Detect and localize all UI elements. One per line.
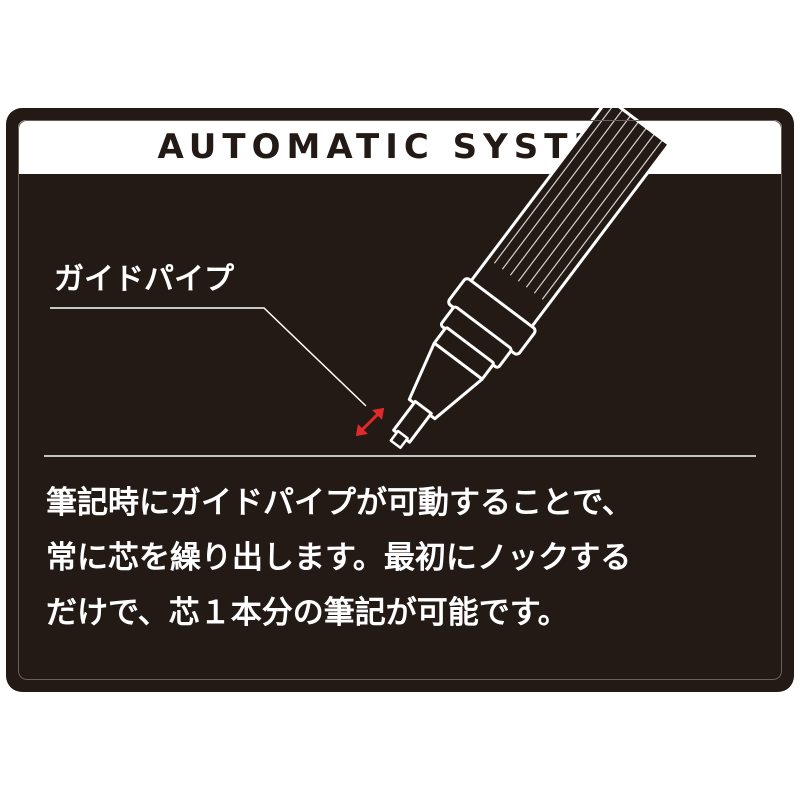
description-line-2: 常に芯を繰り出します。最初にノックする [46,540,632,576]
mechanical-pencil-tip-icon [389,108,671,450]
callout-leader-line [50,307,367,407]
pencil-illustration [44,108,756,457]
automatic-system-panel: AUTOMATIC SYSTEM [6,108,794,692]
description-line-3: だけで、芯１本分の筆記が可能です。 [46,595,569,631]
description-text: 筆記時にガイドパイプが可動することで、 常に芯を繰り出します。最初にノックする … [46,476,766,641]
panel-title: AUTOMATIC SYSTEM [157,127,643,167]
guide-pipe-label: ガイドパイプ [54,262,234,297]
double-arrow-icon [355,407,385,437]
description-line-1: 筆記時にガイドパイプが可動することで、 [46,485,633,521]
